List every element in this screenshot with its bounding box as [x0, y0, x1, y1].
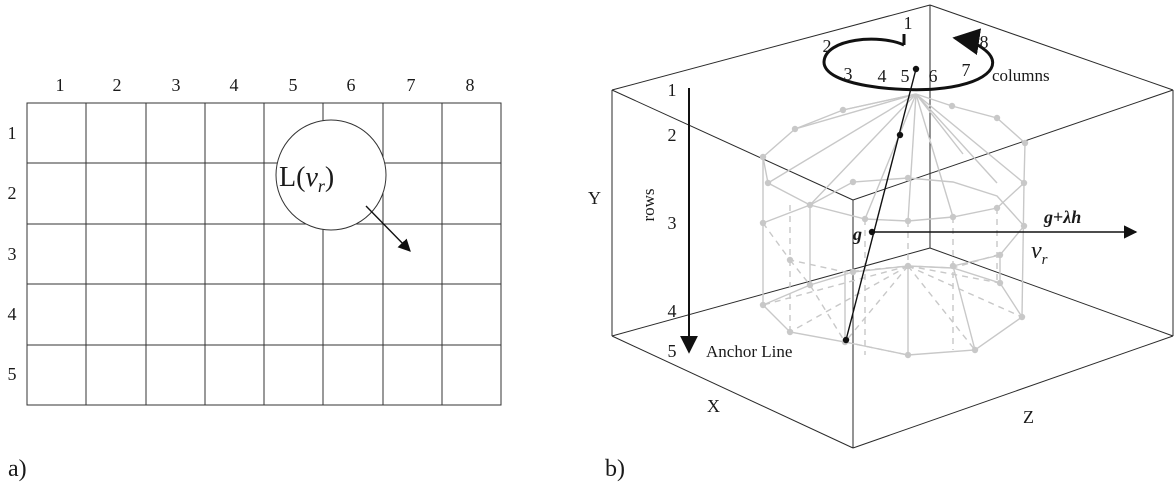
grid-col-label: 1 [56, 75, 65, 95]
grid-row-label: 1 [8, 123, 17, 143]
row-number: 3 [668, 213, 677, 233]
column-number: 2 [823, 36, 832, 56]
axis-z-label: Z [1023, 407, 1034, 427]
row-number: 5 [668, 341, 677, 361]
bounding-box [611, 4, 1174, 449]
grid-row-label: 2 [8, 183, 17, 203]
grid-col-label: 8 [466, 75, 475, 95]
panel-b: 1 2 3 4 5 6 7 8 columns rows 1 2 3 4 5 A… [588, 4, 1174, 482]
grid-col-label: 6 [347, 75, 356, 95]
column-number: 7 [962, 60, 971, 80]
panel-b-label: b) [605, 456, 625, 482]
grid-col-label: 2 [113, 75, 122, 95]
grid-row-label: 3 [8, 244, 17, 264]
anchor-line [845, 68, 917, 341]
anchor-top-point [912, 65, 920, 73]
cell-annotation-label: L(vr) [279, 162, 334, 196]
column-number: 4 [878, 66, 887, 86]
anchor-line-label: Anchor Line [706, 342, 792, 361]
row-number: 2 [668, 125, 677, 145]
grid-col-label: 7 [407, 75, 416, 95]
row-number: 4 [668, 301, 677, 321]
columns-label: columns [992, 66, 1050, 85]
grid-col-label: 5 [289, 75, 298, 95]
grid-col-label: 3 [172, 75, 181, 95]
panel-a: 1 2 3 4 5 6 7 8 1 2 3 4 5 L(vr) a) [8, 75, 502, 482]
column-number: 1 [904, 13, 913, 33]
cylinder-mesh [759, 93, 1029, 359]
g-label: g [852, 224, 862, 244]
axis-y-label: Y [588, 188, 601, 208]
region-circle [275, 119, 387, 231]
panel-a-label: a) [8, 456, 27, 482]
anchor-mid-point [896, 131, 904, 139]
anchor-bottom-point [842, 336, 850, 344]
columns-rotation-arrow [822, 28, 995, 92]
grid-row-label: 4 [8, 304, 17, 324]
row-number: 1 [668, 80, 677, 100]
column-number: 3 [844, 64, 853, 84]
column-number: 8 [980, 32, 989, 52]
grid-row-label: 5 [8, 364, 17, 384]
column-number: 5 [901, 66, 910, 86]
ray-label: g+λh [1043, 207, 1081, 227]
rows-label: rows [639, 188, 658, 221]
vr-label: vr [1031, 238, 1048, 268]
grid-5x8 [26, 102, 502, 406]
direction-arrow [365, 205, 411, 252]
column-number: 6 [929, 66, 938, 86]
grid-col-label: 4 [230, 75, 239, 95]
axis-x-label: X [707, 396, 720, 416]
